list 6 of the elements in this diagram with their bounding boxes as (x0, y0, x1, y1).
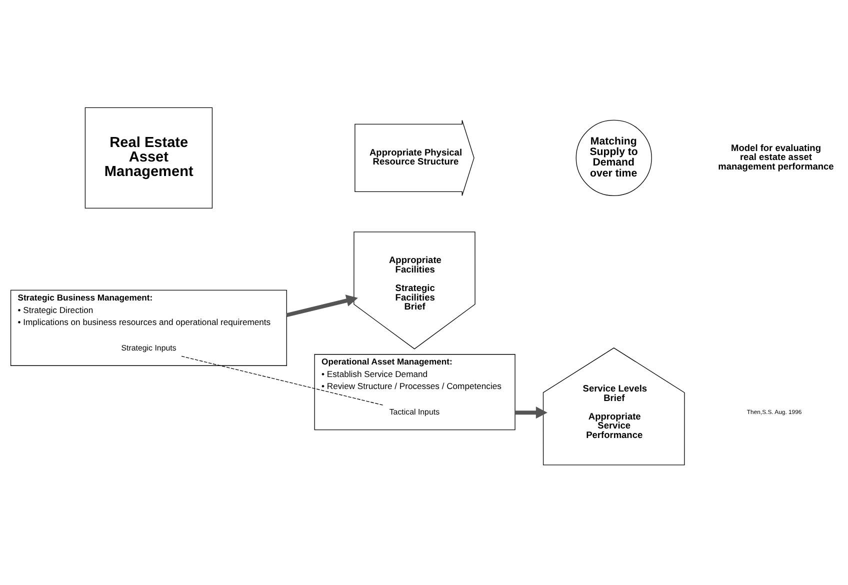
label: Model for evaluating real estate asset management performance (718, 142, 834, 172)
connector (181, 356, 384, 406)
node-box: Real Estate Asset Management (84, 107, 213, 209)
node-circle: Matching Supply to Demand over time (576, 120, 652, 196)
arrow (286, 294, 358, 318)
arrow (515, 406, 548, 419)
